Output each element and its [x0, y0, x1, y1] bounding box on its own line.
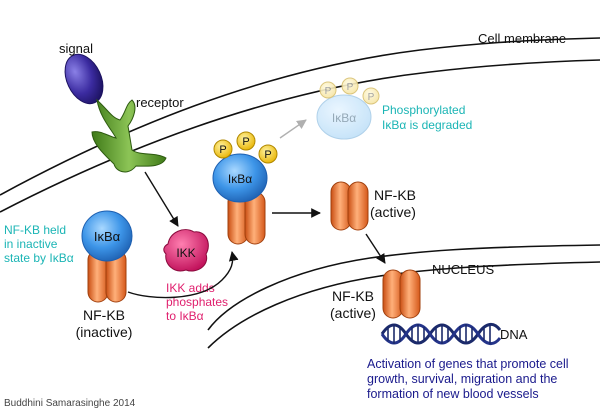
ikba-phosphorylated	[212, 153, 268, 203]
nfkb-active-cytoplasm	[330, 181, 369, 231]
nuclear-membrane	[207, 244, 600, 349]
cell-membrane	[0, 37, 600, 213]
nfkb-active-1-right-lobe	[347, 181, 369, 231]
ikba-degraded-label: IκBα	[332, 111, 356, 125]
degraded-phosphate-2	[341, 77, 359, 95]
ikk-note-line-3: to IκBα	[166, 309, 204, 323]
degraded-phosphate-1-label: P	[325, 86, 332, 97]
nfkb-active-2-right-lobe	[399, 269, 421, 319]
phosphate-2-label: P	[242, 136, 249, 148]
cell-membrane-label: Cell membrane	[478, 31, 566, 46]
activation-line-2: growth, survival, migration and the	[367, 372, 557, 386]
receptor-label: receptor	[136, 95, 184, 110]
held-note-line-2: in inactive	[4, 237, 58, 251]
degraded-note-line-2: IκBα is degraded	[382, 118, 472, 132]
nfkb-active-1-label-1: NF-KB	[374, 187, 416, 203]
arrow-receptor-to-ikk	[144, 171, 179, 227]
arrow-into-nucleus	[365, 233, 386, 264]
signal-molecule	[64, 53, 104, 105]
ikba-degraded: IκBα P P P	[316, 77, 380, 140]
arrow-phosphorylation	[127, 251, 239, 299]
phosphate-2	[236, 131, 256, 151]
dna-label: DNA	[500, 327, 528, 342]
nfkb-active-2-label-2: (active)	[330, 305, 376, 321]
phosphate-1	[213, 139, 233, 159]
nfkb-inactive-label-2: (inactive)	[76, 324, 133, 340]
ikk-label: IKK	[176, 246, 195, 260]
nucleus-label: NUCLEUS	[432, 262, 494, 277]
degraded-note-line-1: Phosphorylated	[382, 103, 465, 117]
credit-text: Buddhini Samarasinghe 2014	[4, 398, 136, 409]
ikba-held-label: IκBα	[94, 229, 121, 244]
dna-helix	[380, 323, 502, 345]
ikk-note-line-2: phosphates	[166, 295, 228, 309]
ikba-phosphorylated-label: IκBα	[228, 172, 252, 186]
signal-label: signal	[59, 41, 93, 56]
receptor-protein	[91, 98, 167, 173]
degraded-phosphate-1	[319, 81, 337, 99]
nfkb-inactive-label-1: NF-KB	[83, 307, 125, 323]
phosphate-1-label: P	[219, 144, 226, 156]
phosphate-3-label: P	[264, 149, 271, 161]
degraded-phosphate-3	[362, 87, 380, 105]
held-note-line-1: NF-KB held	[4, 223, 66, 237]
complex-phosphorylated: IκBα P P P	[212, 131, 278, 245]
nfkb-active-2-label-1: NF-KB	[332, 288, 374, 304]
ikba-degraded-body	[316, 94, 372, 140]
ikk-enzyme	[163, 229, 209, 272]
activation-line-3: formation of new blood vessels	[367, 387, 539, 401]
complex-inactive: IκBα	[81, 210, 133, 303]
nfkb-active-1-label-2: (active)	[370, 204, 416, 220]
ikk-note-line-1: IKK adds	[166, 281, 215, 295]
phosphate-3	[258, 144, 278, 164]
arrow-to-degradation	[279, 119, 307, 139]
ikba-held	[81, 210, 133, 262]
activation-line-1: Activation of genes that promote cell	[367, 357, 569, 371]
nfkb-active-nucleus	[382, 269, 421, 319]
degraded-phosphate-3-label: P	[368, 92, 375, 103]
held-note-line-3: state by IκBα	[4, 251, 74, 265]
degraded-phosphate-2-label: P	[347, 82, 354, 93]
